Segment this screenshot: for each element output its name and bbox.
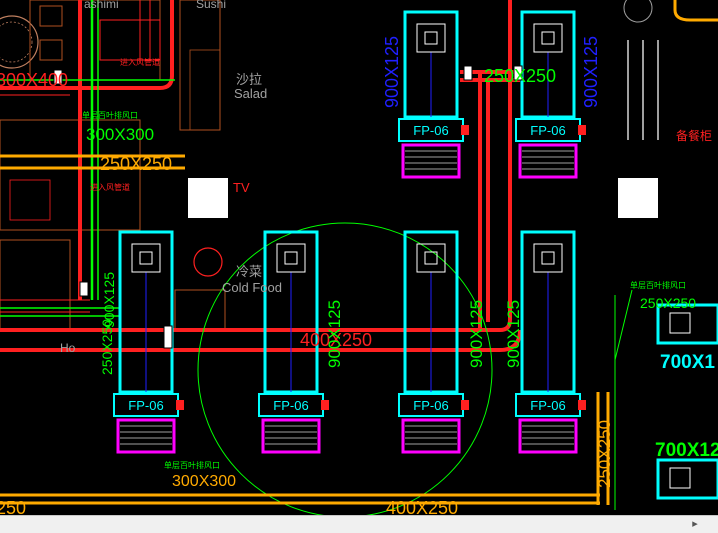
spare-cabinet-lines — [627, 40, 659, 140]
grille-note-bottom: 单层百叶排风口 — [164, 460, 220, 470]
round-table-outline — [0, 15, 39, 69]
horizontal-scrollbar[interactable]: ▸ — [0, 515, 718, 533]
return-grille — [401, 143, 461, 179]
fan-coil-unit[interactable]: FP-06 — [258, 230, 329, 454]
red-duct-top-left — [0, 0, 174, 90]
return-grille — [261, 418, 321, 454]
diffuser-icon — [276, 243, 306, 273]
sushi-label: Sushi — [196, 0, 226, 11]
fcu-label: FP-06 — [530, 398, 565, 413]
duct-size-d13: 250X250 — [595, 420, 614, 488]
diffuser-icon — [533, 243, 563, 273]
grille-note-right: 单层百叶排风口 — [630, 280, 686, 290]
cold-food-zone-circle — [197, 222, 493, 515]
orange-ducts — [0, 0, 718, 505]
red-duct-network — [0, 0, 522, 352]
diffuser-right-top[interactable] — [656, 303, 718, 345]
scroll-right-icon[interactable]: ▸ — [692, 517, 698, 530]
fcu-label: FP-06 — [128, 398, 163, 413]
vent-size-e: 900X125 — [504, 300, 523, 368]
fan-coil-unit[interactable]: FP-06 — [113, 230, 184, 454]
diffuser-right-bottom[interactable] — [656, 458, 718, 500]
salad-cn-label: 沙拉 — [236, 72, 262, 87]
inlet-note-1: 进入风管道 — [120, 57, 160, 67]
fan-coil-unit[interactable]: FP-06 — [398, 10, 469, 179]
duct-size-d7: 250X250 — [484, 66, 556, 86]
return-grille — [518, 418, 578, 454]
vent-size-c: 900X125 — [325, 300, 344, 368]
fan-coil-unit[interactable]: FP-06 — [398, 230, 469, 454]
red-duct-main — [0, 0, 512, 332]
sashimi-label: ashimi — [84, 0, 119, 11]
duct-size-d10: 250X250 — [99, 319, 115, 375]
fcu-label: FP-06 — [530, 123, 565, 138]
right-diffusers — [656, 303, 718, 500]
duct-size-d9: 700X12 — [655, 440, 718, 461]
cold-food-cn-label: 冷菜 — [236, 264, 262, 279]
fan-coil-unit[interactable]: FP-06 — [515, 10, 586, 179]
fcu-label: FP-06 — [413, 123, 448, 138]
return-grille — [518, 143, 578, 179]
duct-joints — [53, 65, 523, 349]
diffuser-icon — [416, 243, 446, 273]
duct-size-d12: 400X250 — [386, 498, 458, 515]
scrollbar-thumb[interactable] — [2, 519, 662, 530]
salad-en-label: Salad — [234, 86, 267, 101]
vent-size-a: 900X125 — [382, 36, 402, 108]
duct-size-d11: 250 — [0, 498, 26, 515]
fan-coil-unit[interactable]: FP-06 — [515, 230, 586, 454]
diffuser-icon — [416, 23, 446, 53]
duct-size-d1: 300X400 — [0, 70, 68, 90]
fcu-label: FP-06 — [273, 398, 308, 413]
prep-counter — [0, 119, 141, 231]
hot-food-label: Ho — [60, 341, 76, 355]
return-grille — [116, 418, 176, 454]
vent-size-b: 900X125 — [581, 36, 601, 108]
grille-note-top: 单层百叶排风口 — [82, 110, 138, 120]
duct-size-d5: 300X300 — [172, 473, 236, 490]
diffuser-icon — [533, 23, 563, 53]
vent-size-d: 900X125 — [467, 300, 486, 368]
duct-size-d6: 250X250 — [640, 295, 696, 311]
duct-size-d2: 300X300 — [86, 125, 154, 144]
spare-cabinet-label: 备餐柜 — [676, 128, 712, 143]
duct-size-d3: 250X250 — [100, 154, 172, 174]
inlet-note-2: 进入风管道 — [90, 182, 130, 192]
tv-label: TV — [233, 180, 250, 195]
duct-size-d4: 400X250 — [300, 330, 372, 350]
diffuser-icon — [131, 243, 161, 273]
red-duct-main-return — [0, 329, 522, 352]
vent-size-f: 900X125 — [101, 272, 117, 328]
sink-marker — [193, 247, 223, 277]
return-grille — [401, 418, 461, 454]
column-block-left — [188, 178, 228, 218]
fcu-label: FP-06 — [413, 398, 448, 413]
green-ducts — [0, 0, 633, 515]
plant-icon — [623, 0, 653, 23]
duct-size-d8: 700X1 — [660, 352, 715, 373]
column-block-right — [618, 178, 658, 218]
cold-food-en-label: Cold Food — [222, 280, 282, 295]
